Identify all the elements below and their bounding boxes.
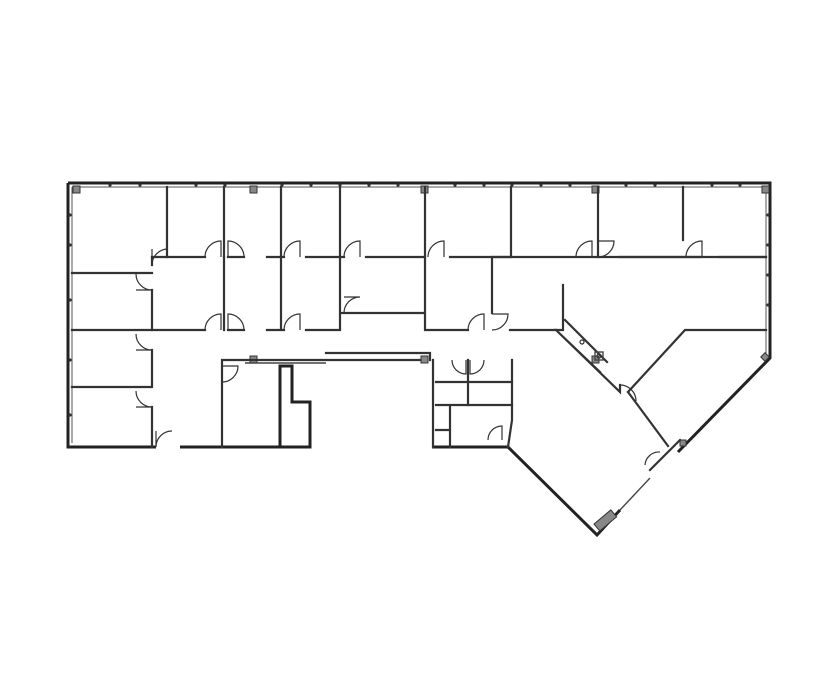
top-offices [165,185,768,259]
corridor-walls [220,351,514,449]
left-wing-rooms [70,255,169,449]
sink-icon [579,339,604,361]
angled-wing [553,283,768,511]
structural-column-icon [72,185,770,532]
door-swing-icon [135,240,703,466]
perimeter-columns [68,183,770,417]
middle-offices [150,255,768,332]
